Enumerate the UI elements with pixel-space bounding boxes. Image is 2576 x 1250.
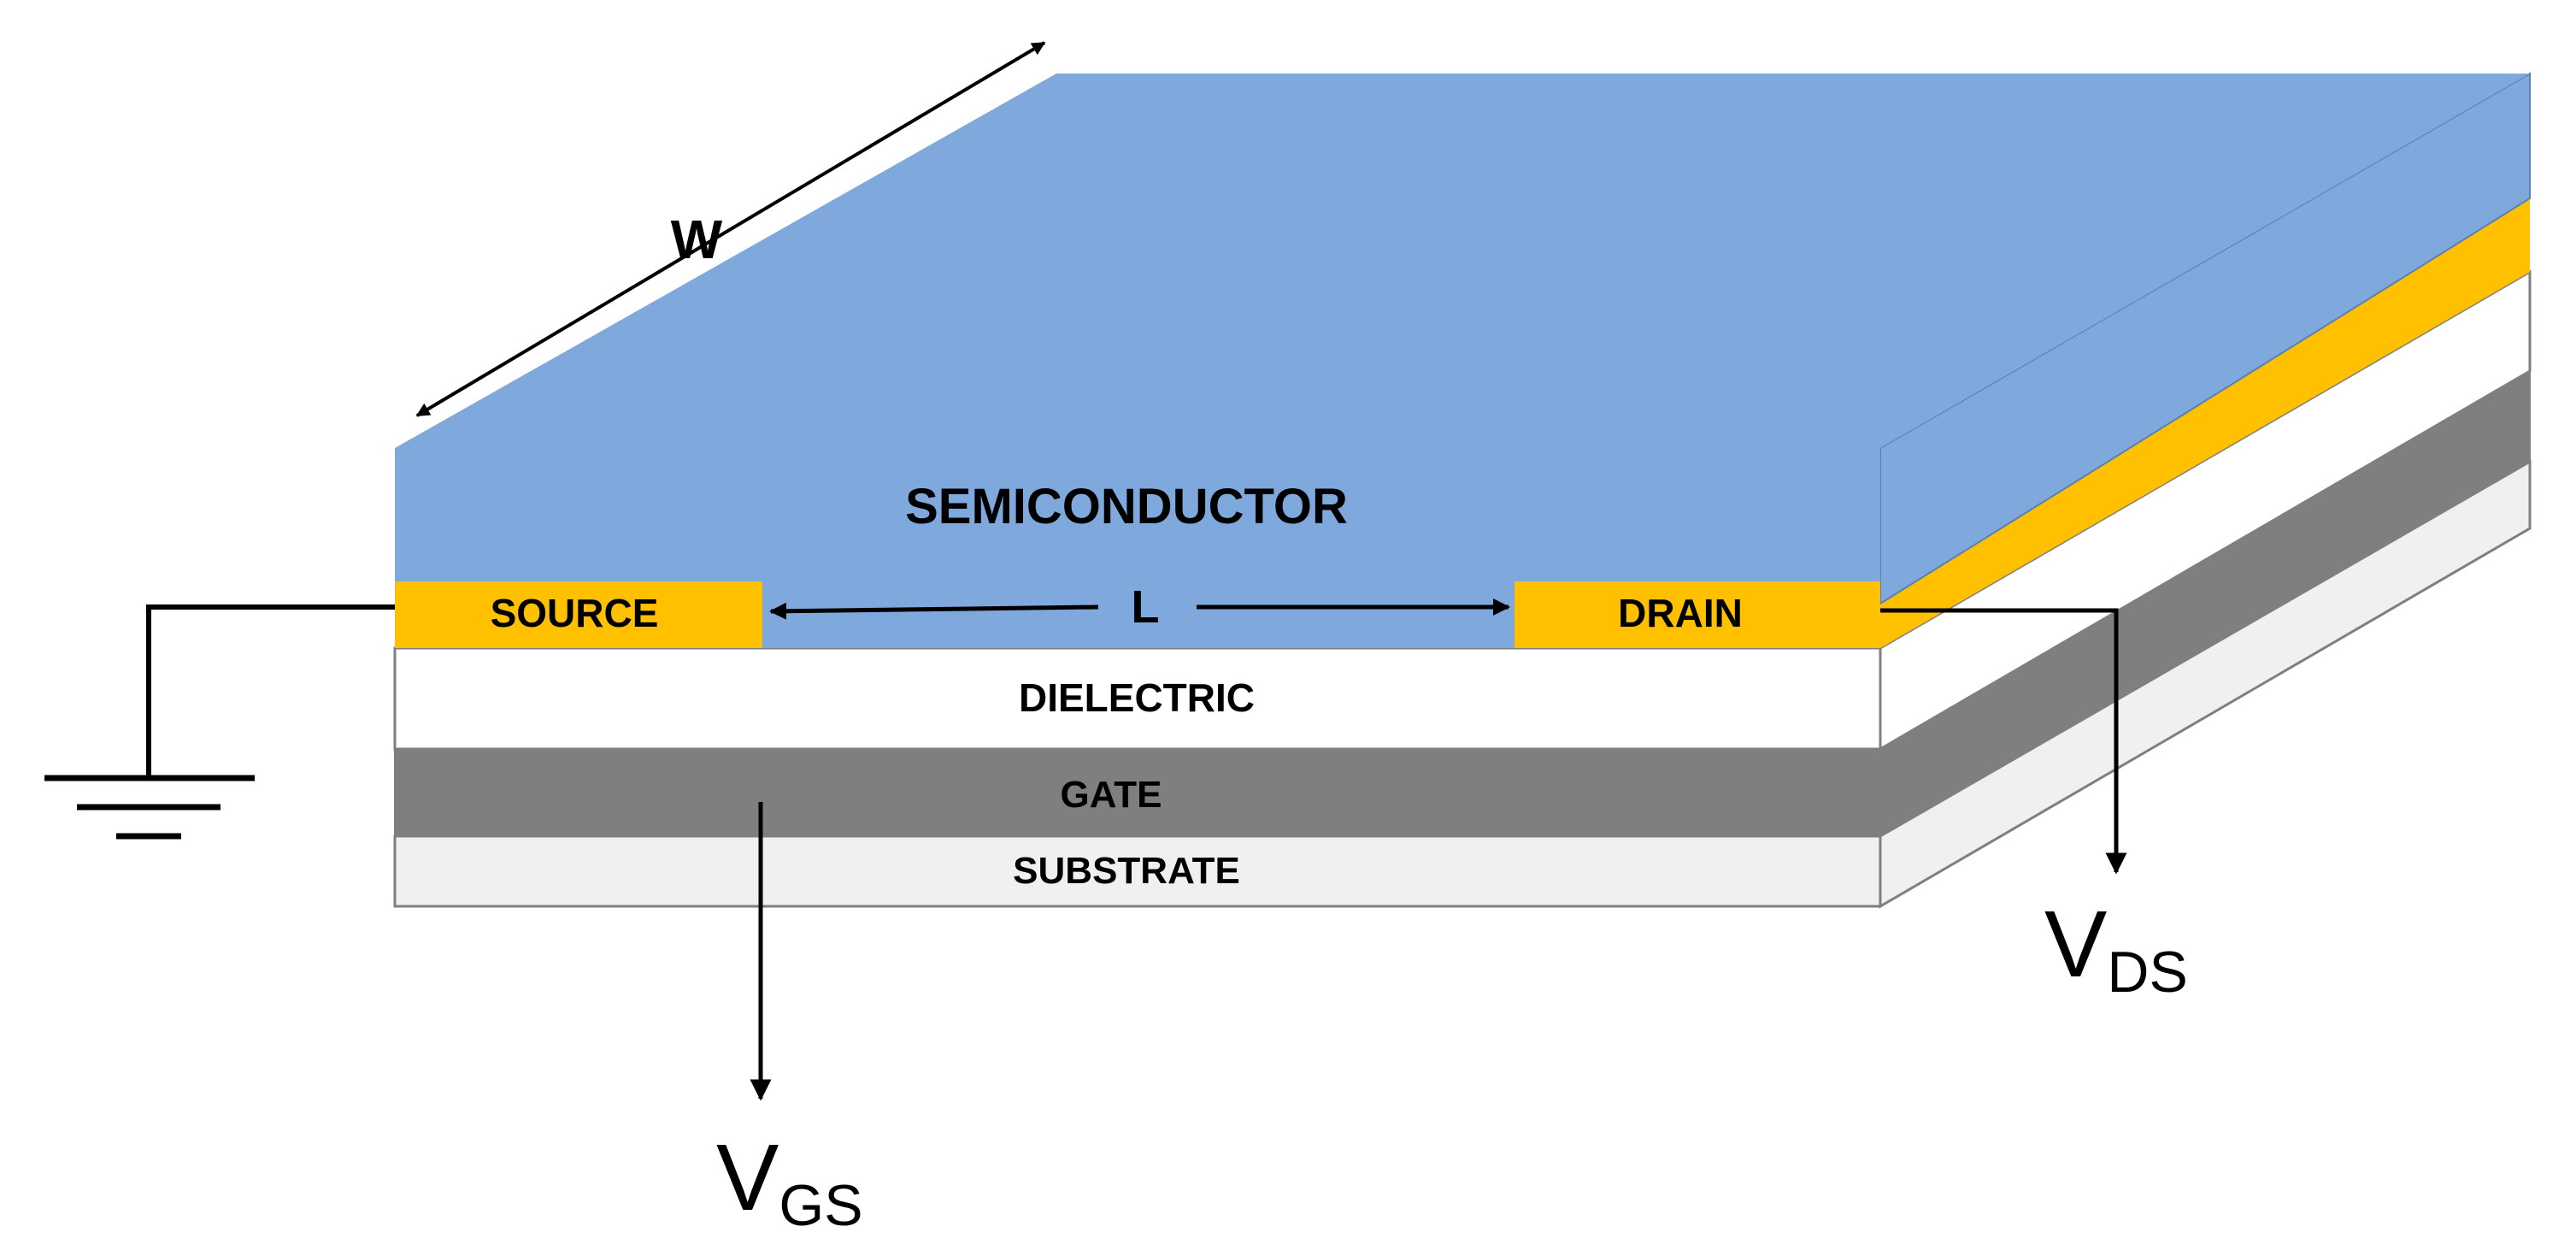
vds-label: VDS: [2044, 892, 2188, 1005]
drain-side-strip: [1880, 198, 2530, 648]
source-front-face: [395, 581, 762, 648]
width-arrow: [415, 41, 1046, 417]
channel-width-dimension: W: [415, 41, 1046, 417]
vds-wire: [1880, 608, 2127, 875]
substrate-front-face: [393, 834, 1882, 908]
drain-electrode: DRAIN: [1514, 581, 1880, 648]
drain-front-face: [1514, 581, 1880, 648]
channel-length-dimension: L: [769, 581, 1510, 633]
dielectric-label: DIELECTRIC: [1019, 675, 1255, 720]
gate-front-face: [394, 748, 1881, 837]
length-label: L: [1132, 581, 1160, 633]
substrate-label: SUBSTRATE: [1013, 850, 1240, 892]
vgs-label: VGS: [716, 1125, 863, 1238]
ground-wire: [146, 604, 395, 776]
semiconductor-label: SEMICONDUCTOR: [905, 479, 1348, 534]
gate-label: GATE: [1061, 774, 1162, 816]
substrate-layer: SUBSTRATE: [393, 459, 2532, 909]
width-label: W: [671, 209, 723, 270]
ground-connection: [44, 604, 395, 840]
gate-voltage: VGS: [716, 802, 863, 1238]
drain-voltage: VDS: [1880, 608, 2188, 1005]
gate-layer: GATE: [394, 369, 2531, 838]
length-arrow-left: [769, 602, 1099, 620]
source-electrode: SOURCE: [395, 581, 762, 648]
source-label: SOURCE: [491, 591, 659, 635]
drain-label: DRAIN: [1618, 591, 1743, 635]
